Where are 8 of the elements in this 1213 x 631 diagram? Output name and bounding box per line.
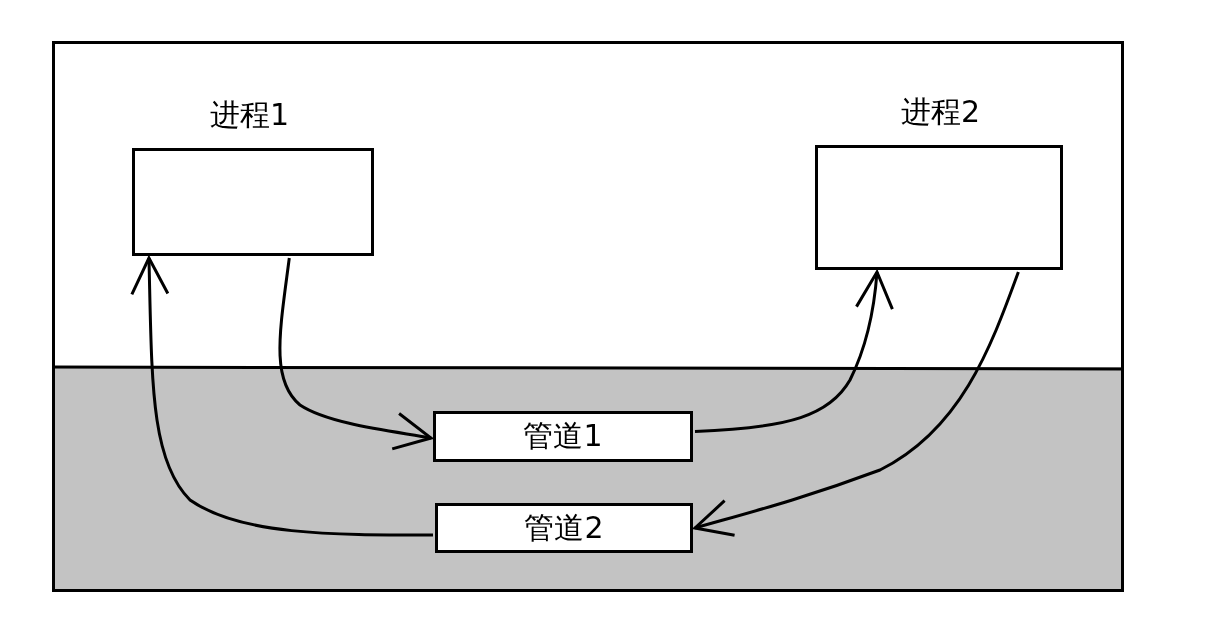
arrow [693, 271, 1020, 537]
arrow [130, 256, 433, 537]
arrow [278, 257, 433, 451]
process-label: 进程1 [210, 100, 290, 130]
arrow [694, 270, 894, 433]
process-label: 进程2 [901, 97, 981, 127]
pipe-box: 管道1 [433, 411, 693, 462]
pipe-box: 管道2 [435, 503, 693, 553]
